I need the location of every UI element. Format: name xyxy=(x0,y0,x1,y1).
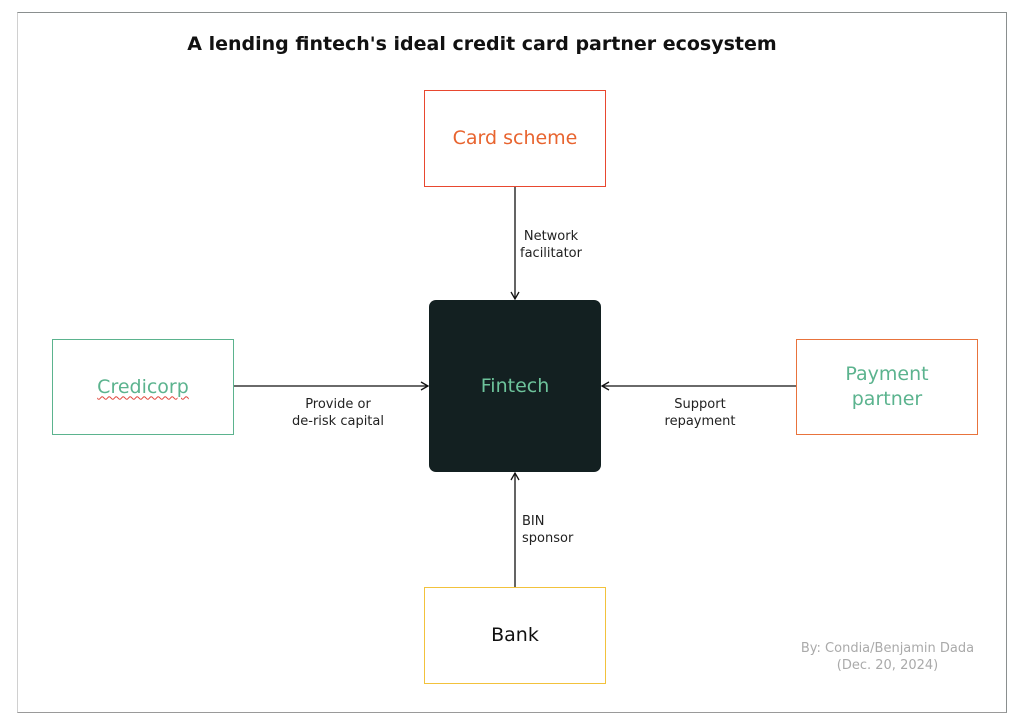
node-credicorp: Credicorp xyxy=(52,339,234,435)
edge-label-line: facilitator xyxy=(520,246,582,261)
diagram-frame xyxy=(17,12,1007,713)
attribution-date: (Dec. 20, 2024) xyxy=(836,658,939,673)
attribution-author: By: Condia/Benjamin Dada xyxy=(800,641,975,656)
node-card-scheme: Card scheme xyxy=(424,90,606,187)
node-fintech: Fintech xyxy=(429,300,601,472)
edge-label-bin-sponsor: BIN sponsor xyxy=(522,513,573,547)
edge-label-support-repayment: Support repayment xyxy=(650,396,750,430)
edge-label-provide-capital: Provide or de-risk capital xyxy=(278,396,398,430)
node-card-scheme-label: Card scheme xyxy=(452,127,578,149)
node-payment-partner: Payment partner xyxy=(796,339,978,435)
node-payment-partner-label-line2: partner xyxy=(851,388,923,410)
node-bank: Bank xyxy=(424,587,606,684)
node-payment-partner-label-line1: Payment xyxy=(845,363,929,385)
edge-label-line: Network xyxy=(523,229,579,244)
edge-label-line: sponsor xyxy=(522,531,574,546)
edge-label-line: de-risk capital xyxy=(292,414,384,429)
edge-label-line: repayment xyxy=(664,414,736,429)
edge-label-line: BIN xyxy=(522,514,545,529)
node-credicorp-label: Credicorp xyxy=(97,375,189,398)
edge-label-network-facilitator: Network facilitator xyxy=(505,228,597,262)
diagram-title: A lending fintech's ideal credit card pa… xyxy=(187,33,777,55)
node-bank-label: Bank xyxy=(491,624,539,646)
attribution: By: Condia/Benjamin Dada (Dec. 20, 2024) xyxy=(760,640,1015,674)
edge-label-line: Provide or xyxy=(305,397,371,412)
node-fintech-label: Fintech xyxy=(480,374,550,397)
edge-label-line: Support xyxy=(674,397,726,412)
